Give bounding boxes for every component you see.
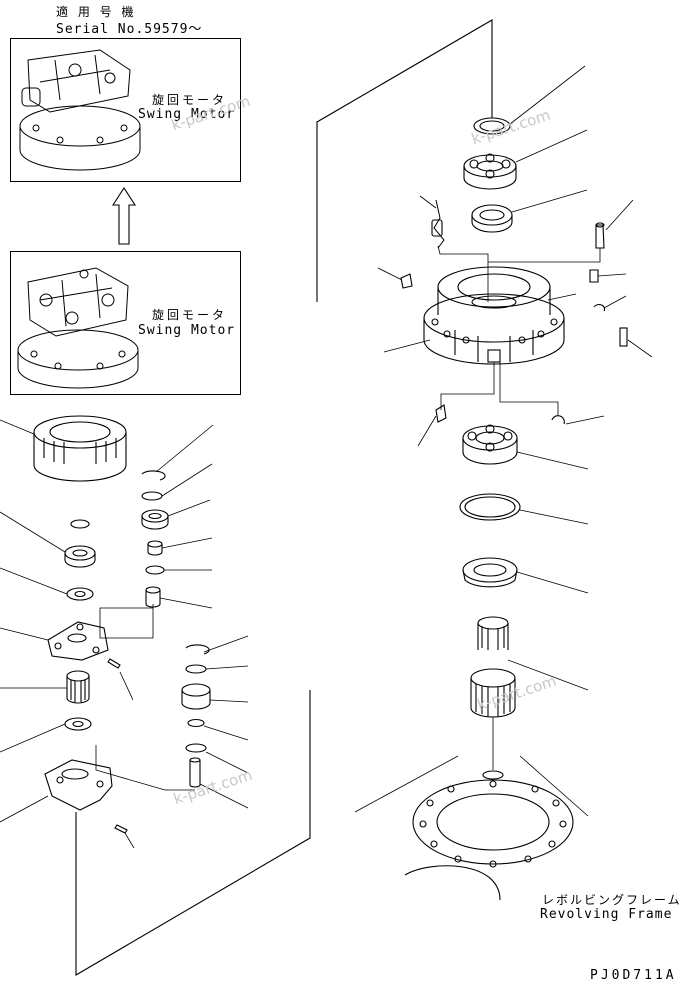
old-swing-motor-illustration [17, 267, 139, 389]
revolving-frame-label-en: Revolving Frame [540, 907, 673, 922]
carrier-2-part [44, 759, 113, 811]
spacer-ring-part [459, 493, 521, 521]
new-swing-motor-illustration [19, 49, 141, 171]
new-motor-label-jp: 旋回モータ [152, 93, 228, 107]
drawing-number: PJ0D711A [590, 968, 677, 983]
new-motor-label-en: Swing Motor [138, 107, 236, 122]
old-motor-label-jp: 旋回モータ [152, 308, 228, 322]
upper-bearing-part [463, 153, 517, 190]
revolving-frame-part [404, 779, 574, 901]
revolving-frame-label-jp: レボルビングフレーム [542, 893, 682, 907]
top-seal-part [473, 117, 511, 135]
upgrade-arrow-icon [111, 186, 137, 245]
applicable-serial-label-jp: 適 用 号 機 [56, 5, 137, 19]
guide-line-main [316, 19, 493, 302]
oil-seal-part [462, 557, 518, 588]
gear-1-part [66, 670, 90, 704]
new-motor-box [10, 38, 241, 182]
carrier-1-part [47, 621, 109, 661]
swing-machinery-case-part [423, 266, 565, 365]
planet-gear-part [181, 683, 211, 710]
guide-line-bottom [75, 690, 311, 976]
ring-gear-part [33, 415, 127, 482]
bearing-race-part [471, 204, 513, 233]
small-bearing-part [64, 545, 96, 568]
serial-number-label: Serial No.59579～ [56, 22, 203, 37]
pinion-shaft-part [470, 616, 516, 780]
lower-bearing-part [462, 424, 518, 465]
needle-bearing-part [141, 509, 169, 530]
old-motor-box [10, 251, 241, 395]
old-motor-label-en: Swing Motor [138, 323, 236, 338]
